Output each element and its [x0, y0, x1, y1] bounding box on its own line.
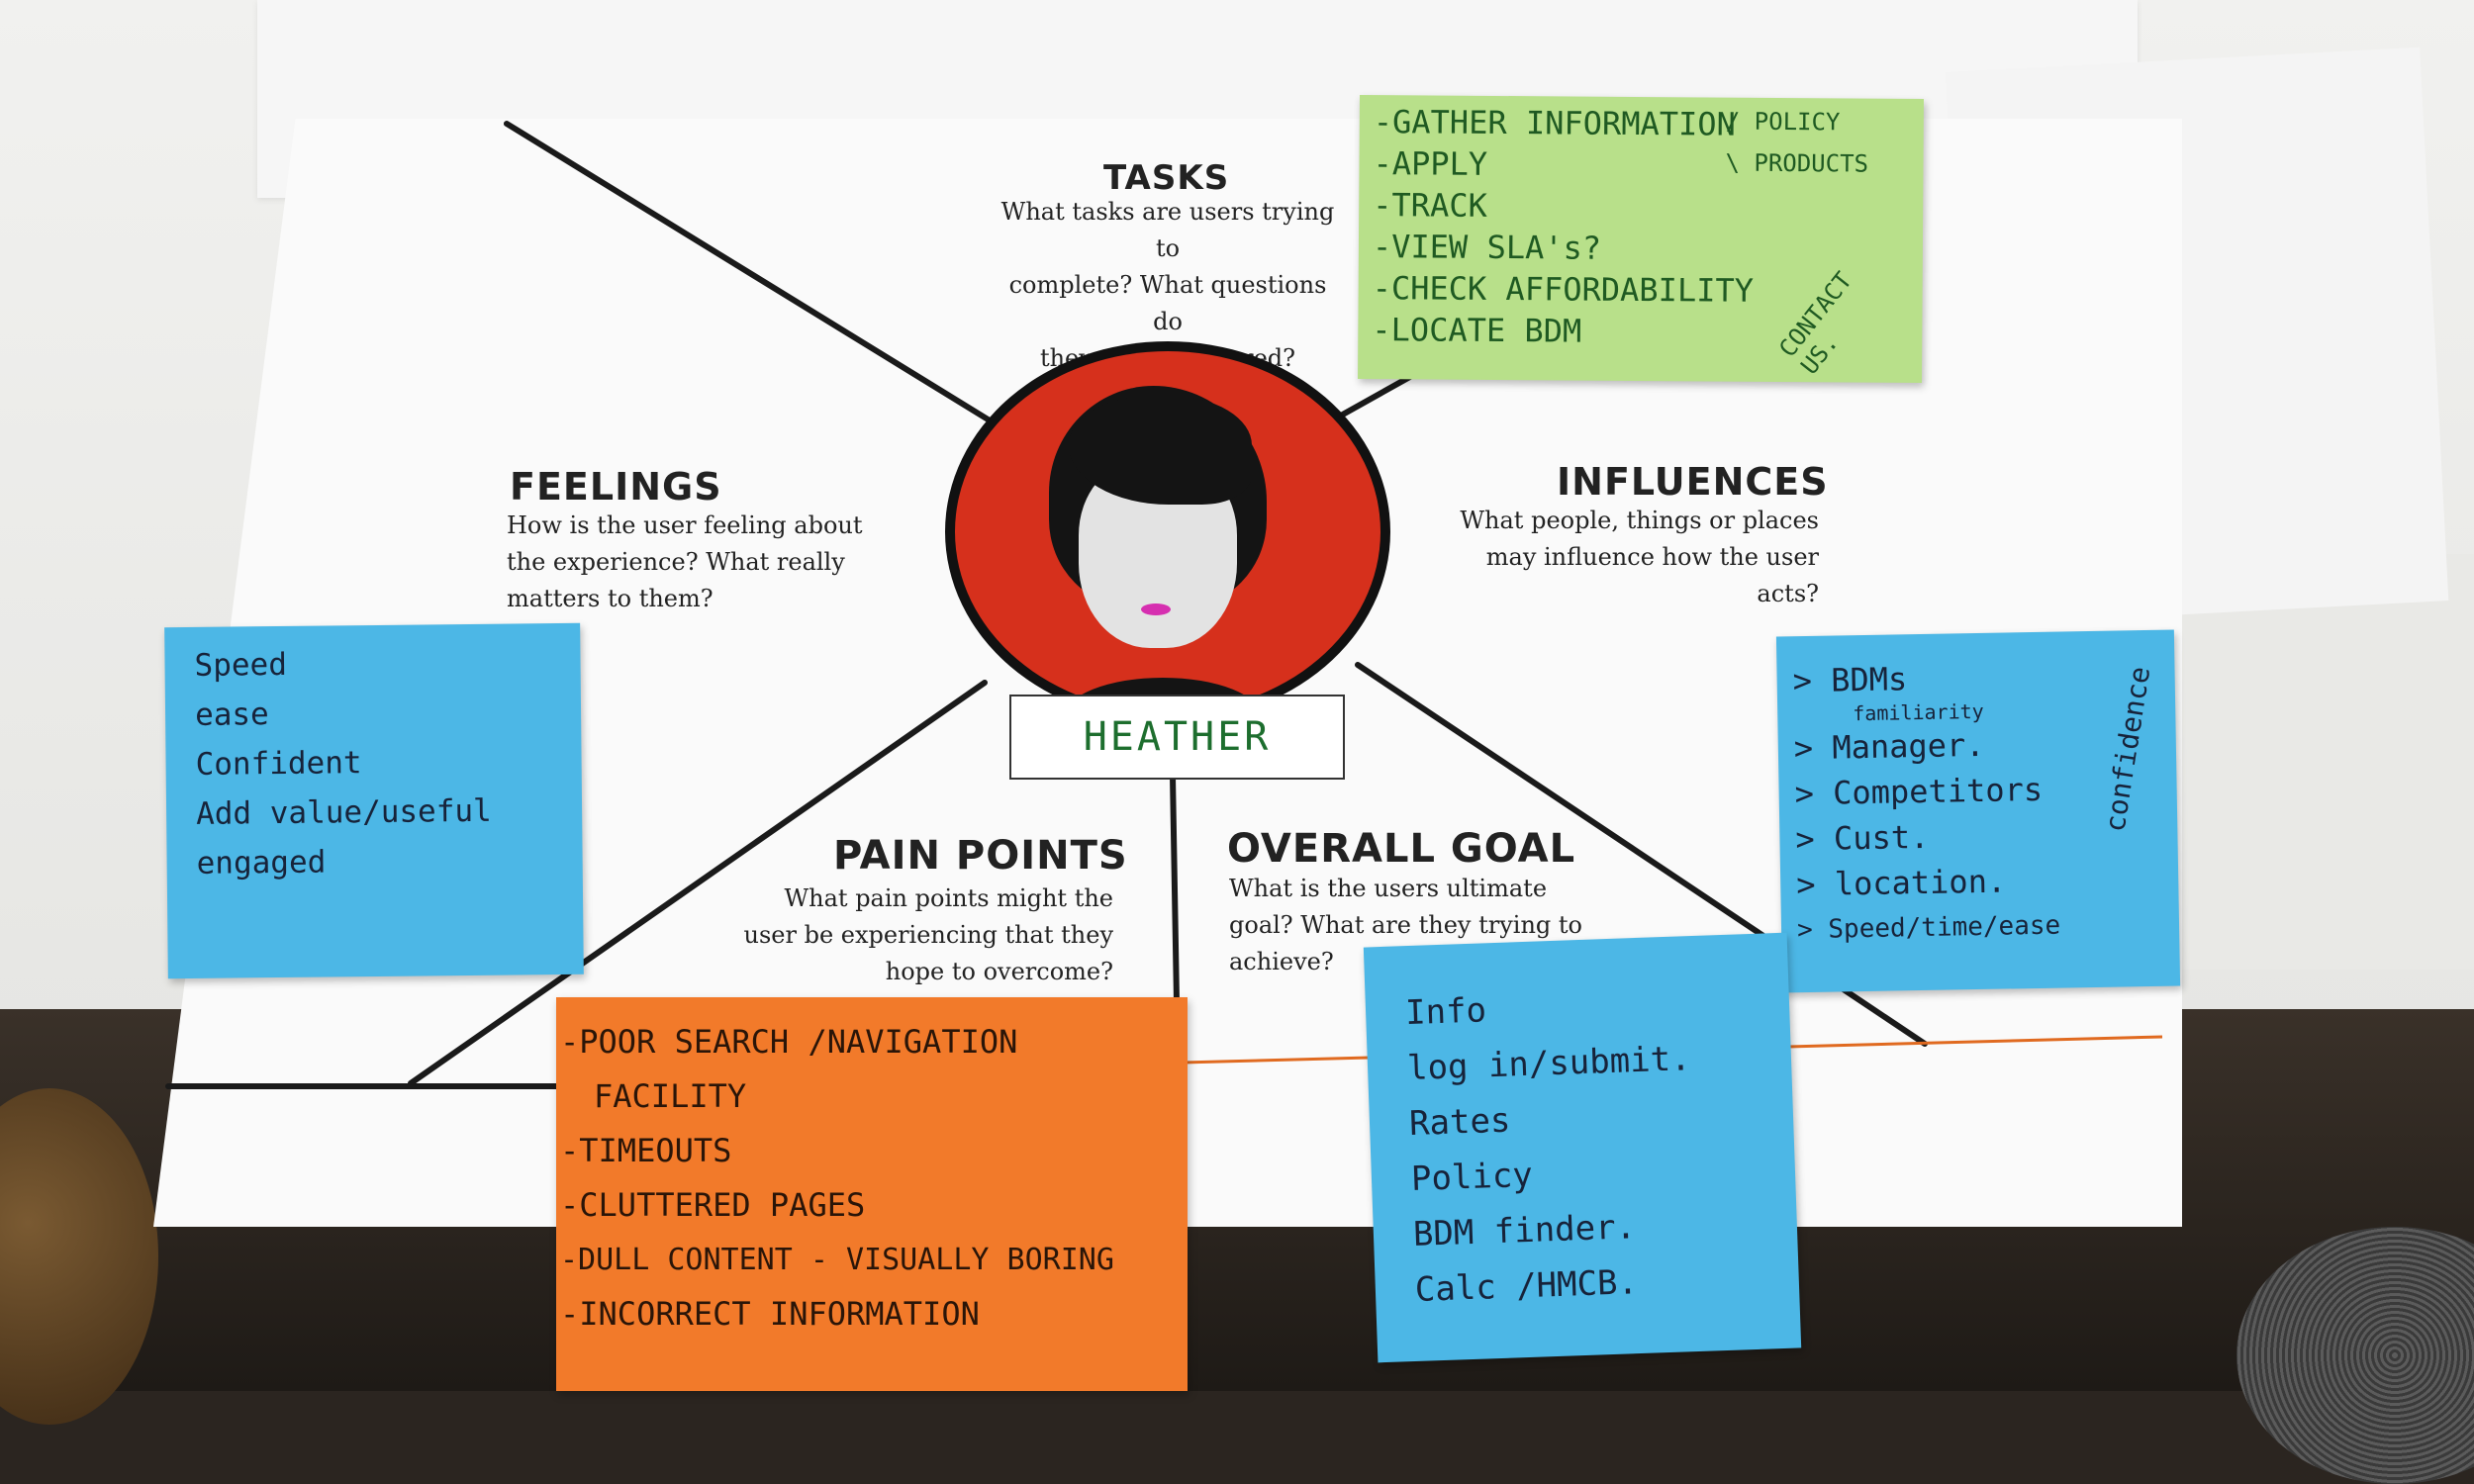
list-item: engaged	[196, 844, 327, 881]
sticky-note-influences: > BDMs familiarity > Manager. > Competit…	[1775, 629, 2181, 993]
list-item: ease	[194, 696, 269, 733]
list-item: -GATHER INFORMATION	[1373, 103, 1736, 143]
influences-heading: INFLUENCES	[1557, 460, 1829, 504]
persona-name-label: HEATHER	[1009, 695, 1345, 780]
list-item: -INCORRECT INFORMATION	[560, 1295, 980, 1333]
list-item: FACILITY	[594, 1077, 747, 1115]
sticky-note-overall-goal: Info log in/submit. Rates Policy BDM fin…	[1363, 932, 1802, 1363]
list-item: -TIMEOUTS	[560, 1132, 732, 1169]
note-aside-policy: / POLICY	[1725, 107, 1841, 137]
list-item: Add value/useful	[195, 792, 492, 832]
divider-top-right	[1338, 371, 1418, 418]
tasks-heading: TASKS	[1103, 158, 1230, 198]
list-item: > Speed/time/ease	[1796, 910, 2061, 946]
list-item: Confident	[195, 745, 362, 783]
list-item: -TRACK	[1373, 186, 1487, 225]
divider-bottom-left	[408, 680, 988, 1086]
note-aside-products: \ PRODUCTS	[1725, 148, 1869, 178]
overall-goal-prompt: What is the users ultimate goal? What ar…	[1229, 875, 1582, 975]
pain-points-heading: PAIN POINTS	[833, 833, 1128, 879]
pain-points-prompt: What pain points might the user be exper…	[743, 884, 1114, 985]
sticky-note-feelings: Speed ease Confident Add value/useful en…	[164, 622, 584, 979]
sticky-note-pain-points: -POOR SEARCH /NAVIGATION FACILITY -TIMEO…	[556, 997, 1188, 1391]
divider-top-left	[504, 121, 993, 423]
avatar-fringe	[1069, 396, 1252, 505]
list-item: -CLUTTERED PAGES	[560, 1186, 866, 1224]
list-item: Speed	[194, 646, 288, 684]
avatar-lips	[1141, 603, 1171, 615]
list-item: > BDMs	[1792, 660, 1908, 700]
overall-goal-heading: OVERALL GOAL	[1227, 826, 1576, 872]
influences-prompt: What people, things or places may influe…	[1460, 507, 1819, 607]
feelings-heading: FEELINGS	[510, 465, 722, 509]
feelings-prompt: How is the user feeling about the experi…	[507, 511, 863, 612]
list-item: > location.	[1795, 862, 2007, 904]
list-item: -DULL CONTENT - VISUALLY BORING	[560, 1243, 1114, 1277]
sticky-note-tasks: -GATHER INFORMATION -APPLY -TRACK -VIEW …	[1358, 95, 1924, 383]
persona-avatar	[945, 341, 1390, 722]
list-item: -POOR SEARCH /NAVIGATION	[560, 1023, 1018, 1061]
